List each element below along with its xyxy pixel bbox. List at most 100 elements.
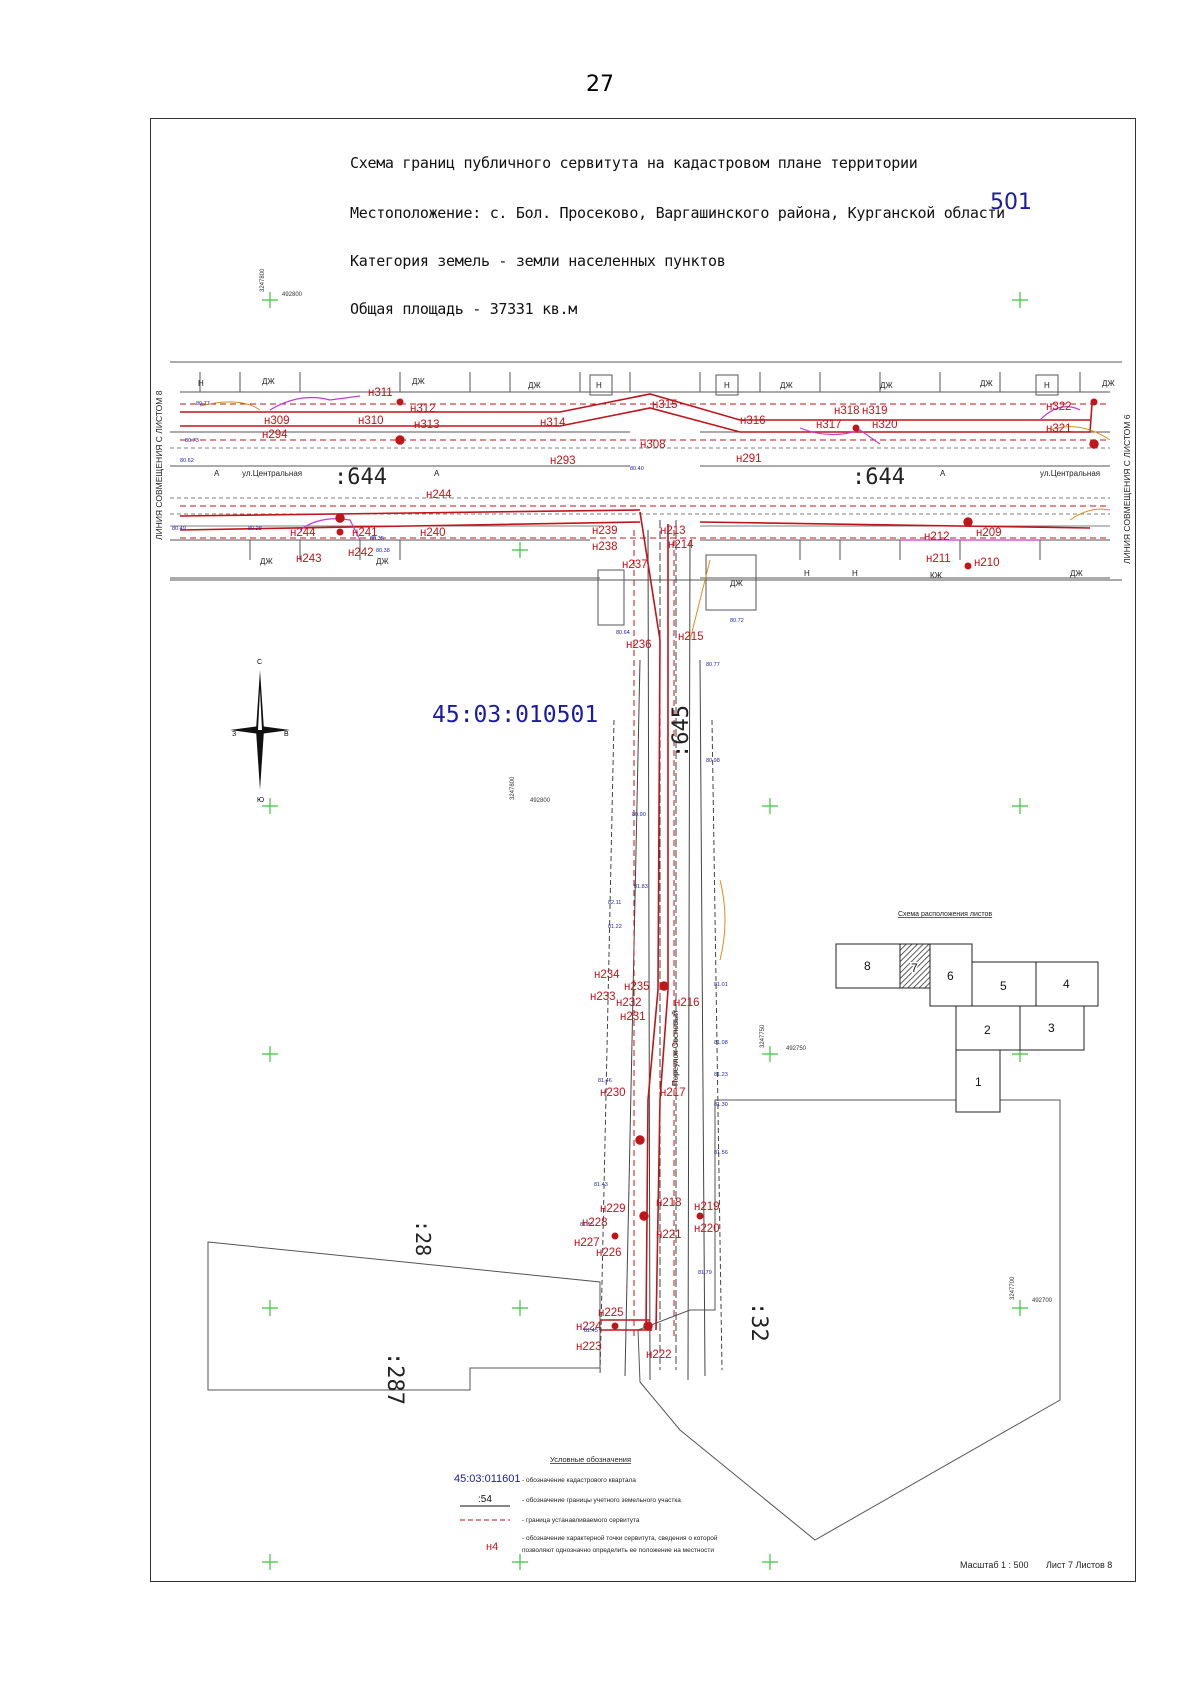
elevation-label: 81.55 [580,1222,594,1228]
elevation-label: 81.45 [584,1328,598,1334]
sheet-7-current: 7 [911,961,918,975]
parcel-label: :645 [669,705,694,758]
grid-coord: 3247800 [260,268,266,292]
point-label: н244 [290,527,316,539]
category-line: Категория земель - земли населенных пунк… [350,252,726,270]
street-label: ул.Центральная [242,469,302,478]
point-label: н322 [1046,401,1072,413]
grid-coord: 492750 [786,1046,807,1052]
legend: Условные обозначения 45:03:011601 - обоз… [454,1455,718,1554]
point-label: н226 [596,1247,622,1259]
grid-coord: 3247800 [510,776,516,800]
point-label: н215 [678,631,704,643]
building-label: Н [1044,381,1050,390]
sheet-1: 1 [975,1075,982,1089]
page-number: 27 [586,72,614,97]
grid-coord: 492700 [1032,1298,1053,1304]
side-label-left: ЛИНИЯ СОВМЕЩЕНИЯ С ЛИСТОМ 8 [154,390,164,540]
compass-w: З [232,731,236,738]
point-label: н244 [426,489,452,501]
building-label: ДЖ [780,381,793,390]
point-label: н291 [736,453,762,465]
street-label: ул.Центральная [1040,469,1100,478]
sheet-label: Лист 7 Листов 8 [1046,1560,1112,1570]
elevation-label: 80.73 [185,438,199,444]
point-label: н209 [976,527,1002,539]
quarter-label: 45:03:010501 [432,702,598,728]
map-frame [150,118,1136,1582]
point-label: н230 [600,1087,626,1099]
point-label: н224 [576,1321,602,1333]
location-line: Местоположение: с. Бол. Просеково, Варга… [350,204,1005,222]
point-label: н210 [974,557,1000,569]
point-label: н223 [576,1341,602,1353]
point-label: н310 [358,415,384,427]
compass-e: В [284,731,289,738]
elevation-label: 81.56 [714,1150,728,1156]
grid-coord: 492800 [282,292,303,298]
quarter-short-label: 501 [990,190,1032,215]
point-label: н312 [410,403,436,415]
point-label: н219 [694,1201,720,1213]
elevation-label: 80.90 [632,812,646,818]
point-label: н235 [624,981,650,993]
servitude-boundary [179,393,1093,1331]
building-label: Н [852,569,858,578]
point-label: н320 [872,419,898,431]
point-label: н217 [660,1087,686,1099]
point-label: н218 [656,1197,682,1209]
point-label: н220 [694,1223,720,1235]
area-line: Общая площадь - 37331 кв.м [350,300,578,318]
elevation-label: 80.62 [180,458,194,464]
lane-lines [599,520,723,1381]
point-label: н232 [616,997,642,1009]
elevation-label: 80.49 [172,526,186,532]
elevation-label: 80.77 [706,662,720,668]
point-label: н214 [668,539,694,551]
building-label: Н [198,379,204,388]
legend-symbol-quarter: 45:03:011601 [454,1473,520,1485]
sheet-3: 3 [1048,1021,1055,1035]
building-label: ДЖ [528,381,541,390]
elevation-label: 80.40 [630,466,644,472]
grid-coord: 3247750 [760,1024,766,1048]
point-label: н221 [656,1229,682,1241]
point-label: н237 [622,559,648,571]
point-label: н321 [1046,423,1072,435]
sheet-5: 5 [1000,979,1007,993]
point-label: н294 [262,429,288,441]
legend-text: позволяют однозначно определить ее полож… [522,1547,714,1554]
point-label: н316 [740,415,766,427]
elevation-label: 81.79 [698,1270,712,1276]
side-label-right: ЛИНИЯ СОВМЕЩЕНИЯ С ЛИСТОМ 6 [1122,414,1132,564]
building-label: ДЖ [1102,379,1115,388]
parcel-label: :28 [411,1220,435,1256]
point-label: н236 [626,639,652,651]
map-title: Схема границ публичного сервитута на кад… [350,154,918,172]
point-label: н241 [352,527,378,539]
legend-symbol-point: н4 [486,1541,498,1553]
building-label: Н [724,381,730,390]
building-label: ДЖ [730,579,743,588]
elevation-label: 81.43 [594,1182,608,1188]
top-parcel-lines [170,361,1122,626]
parcel-label: :644 [852,465,905,490]
elevation-label: 80.72 [730,618,744,624]
parcel-label: :32 [746,1302,771,1342]
point-label: н229 [600,1203,626,1215]
point-label: н293 [550,455,576,467]
building-label: ДЖ [376,557,389,566]
point-label: н311 [368,387,393,399]
elevation-label: 81.22 [608,924,622,930]
building-label: ДЖ [412,377,425,386]
building-label: ДЖ [980,379,993,388]
elevation-label: 81.23 [714,1072,728,1078]
point-label: н319 [862,405,888,417]
sheet-8: 8 [864,959,871,973]
grid-coord: 3247700 [1010,1276,1016,1300]
building-label: КЖ [930,571,943,580]
point-label: н315 [652,399,678,411]
lane-label: Переулок Сосновый [671,1011,680,1086]
sheet-4: 4 [1063,977,1070,991]
point-label: н228 [582,1217,608,1229]
